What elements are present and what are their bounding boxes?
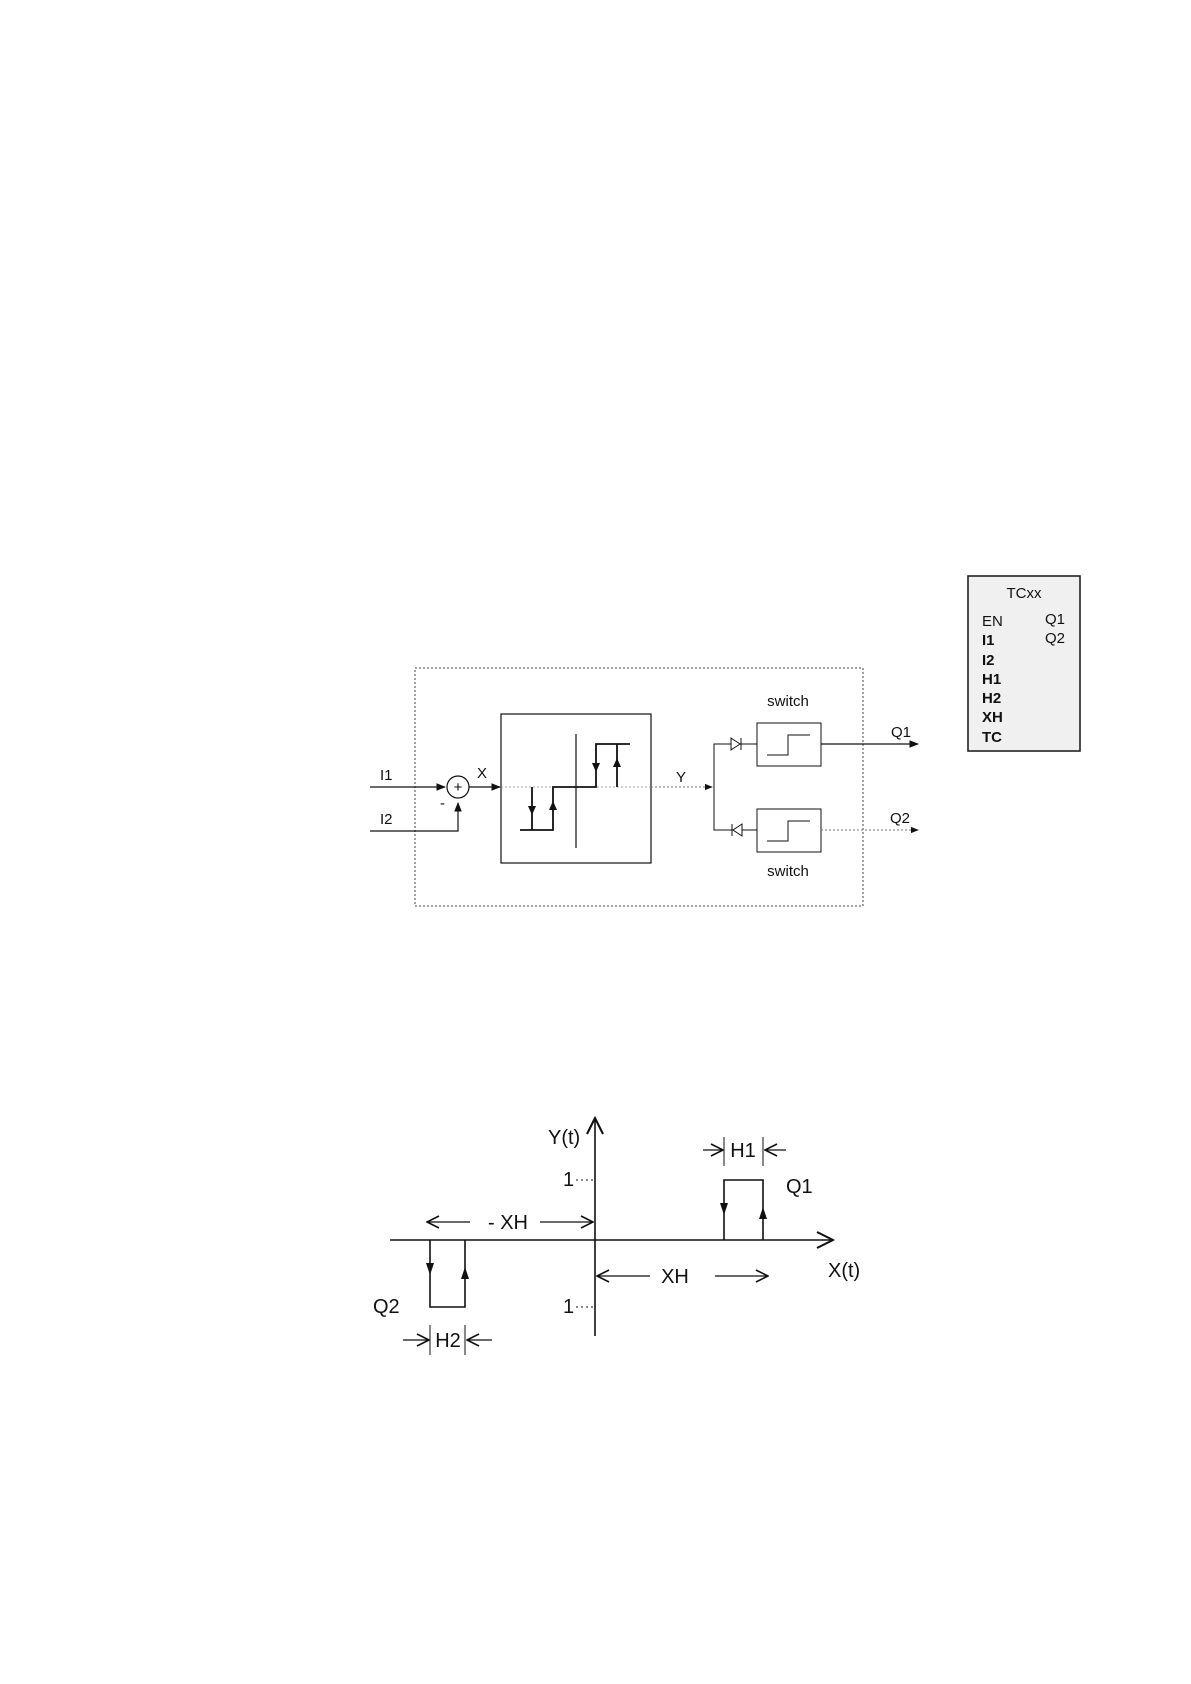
diode-bottom-icon	[732, 824, 742, 836]
tick-top-label: 1	[563, 1169, 574, 1191]
h2-label: H2	[435, 1330, 461, 1352]
branch-top-line	[714, 744, 757, 787]
switch-bottom-box	[757, 809, 821, 852]
block-input-tc: TC	[982, 729, 1002, 746]
q1-label: Q1	[786, 1176, 813, 1198]
input-1-label: I1	[380, 767, 393, 784]
switch-top-label: switch	[767, 693, 809, 710]
output-1-label: Q1	[891, 724, 911, 741]
diode-top-icon	[731, 738, 741, 750]
sum-plus-sign: +	[454, 779, 463, 796]
q2-pulse	[426, 1240, 469, 1307]
x-axis-label: X(t)	[828, 1260, 860, 1282]
block-title: TCxx	[1007, 585, 1042, 602]
q2-arrow-down	[426, 1263, 434, 1275]
y-axis-label: Y(t)	[548, 1127, 580, 1149]
block-input-i1: I1	[982, 632, 995, 649]
block-input-i2: I2	[982, 652, 995, 669]
neg-xh-label: - XH	[488, 1212, 528, 1234]
output-2-label: Q2	[890, 810, 910, 827]
switch-bottom-label: switch	[767, 863, 809, 880]
q2-label: Q2	[373, 1296, 400, 1318]
tick-bottom-label: 1	[563, 1296, 574, 1318]
block-output-q1: Q1	[1045, 611, 1065, 628]
schematic-diagram: I1 I2 + - X Y	[370, 668, 918, 906]
xh-label: XH	[661, 1266, 689, 1288]
block-input-h1: H1	[982, 671, 1001, 688]
q1-arrow-down	[720, 1203, 728, 1215]
input-2-label: I2	[380, 811, 393, 828]
sum-minus-sign: -	[440, 795, 445, 812]
q1-arrow-up	[759, 1207, 767, 1219]
h1-label: H1	[730, 1140, 756, 1162]
branch-bottom-line	[714, 787, 757, 830]
switch-top-box	[757, 723, 821, 766]
hysteresis-graph: Y(t) X(t) 1 1 Q1 Q2 - XH XH	[373, 1118, 860, 1355]
tcxx-function-block: TCxx EN I1 I2 H1 H2 XH TC Q1 Q2	[968, 576, 1080, 751]
signal-y-label: Y	[676, 769, 686, 786]
q2-arrow-up	[461, 1267, 469, 1279]
block-input-h2: H2	[982, 690, 1001, 707]
block-input-xh: XH	[982, 709, 1003, 726]
block-output-q2: Q2	[1045, 630, 1065, 647]
block-input-en: EN	[982, 613, 1003, 630]
q1-pulse	[720, 1180, 767, 1240]
signal-x-label: X	[477, 765, 487, 782]
